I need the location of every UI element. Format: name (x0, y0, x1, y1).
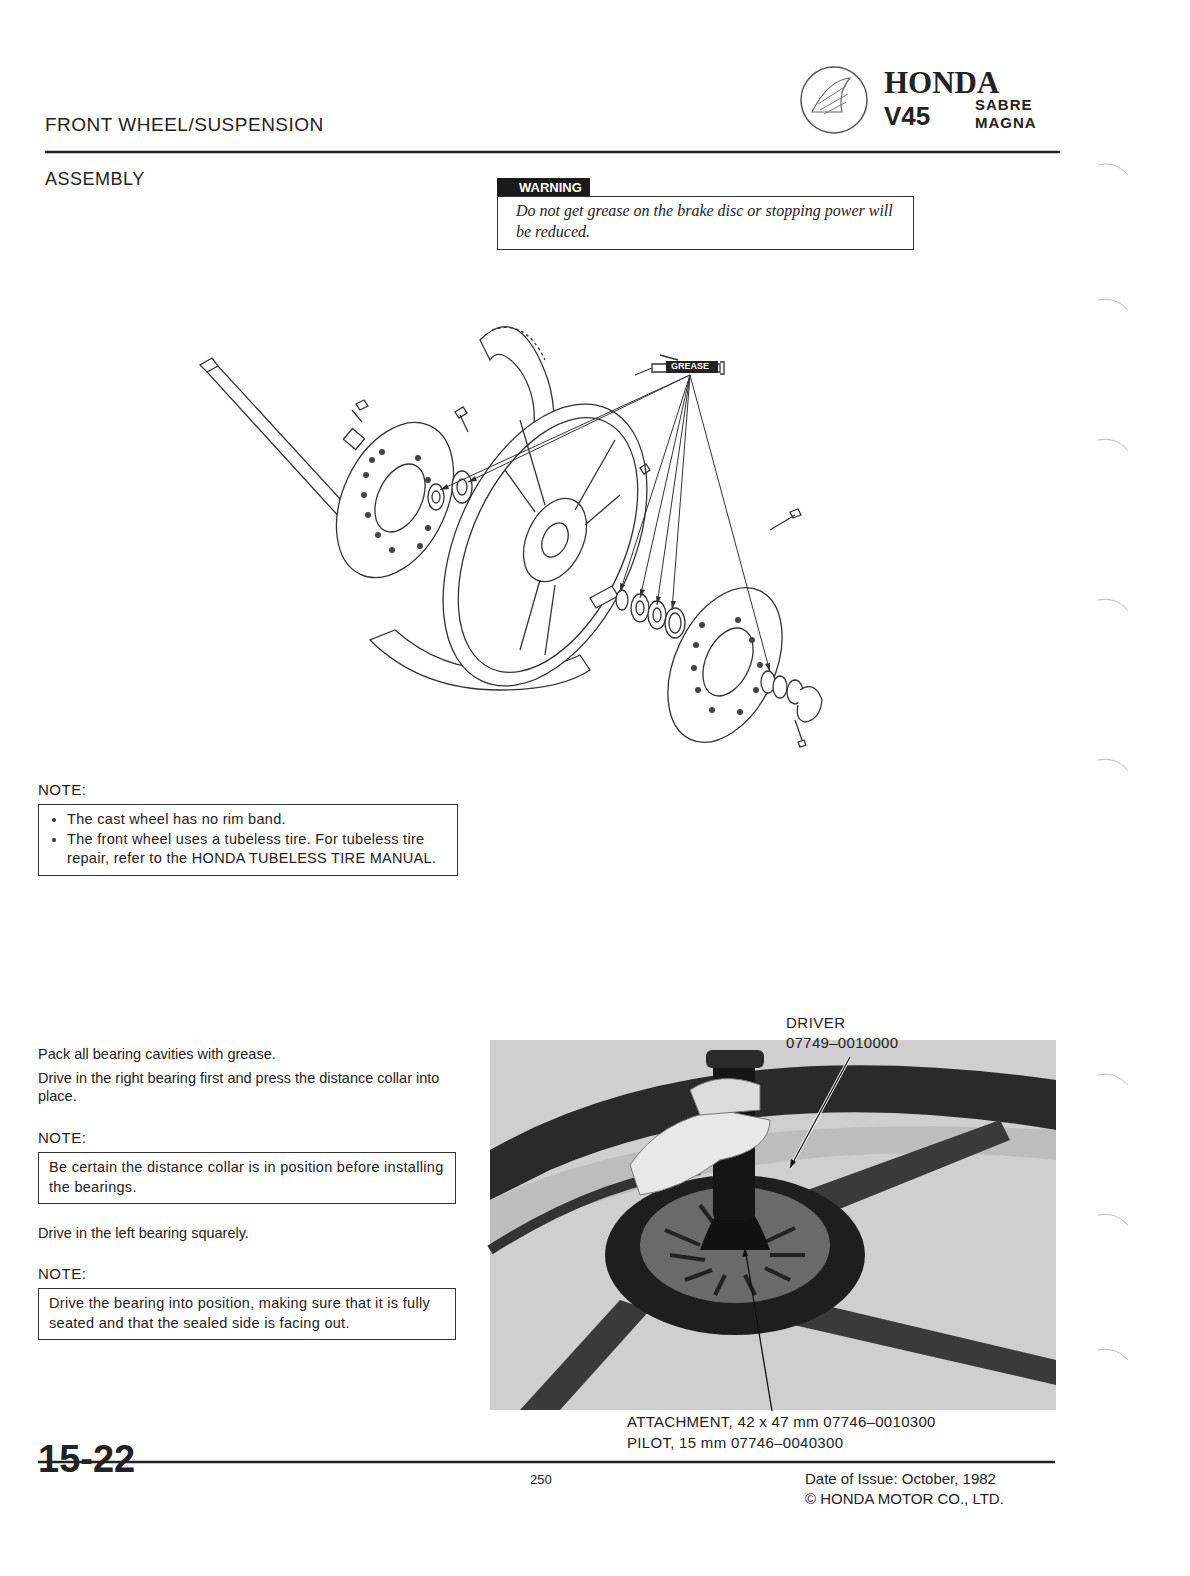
header-rule (45, 151, 1060, 154)
tool-callout: ATTACHMENT, 42 x 47 mm 07746–0010300 (627, 1413, 936, 1432)
note-box: NOTE: Be certain the distance collar is i… (38, 1129, 456, 1204)
instruction-text: Pack all bearing cavities with grease. (38, 1045, 478, 1063)
tool-part-number: 07749–0010000 (786, 1034, 898, 1053)
bullet-dot (52, 838, 56, 842)
grease-label: GREASE (671, 361, 709, 372)
sheet-number: 250 (530, 1472, 552, 1488)
bearing-install-photo (490, 1040, 1056, 1410)
note-frame: Drive the bearing into position, making … (38, 1288, 456, 1340)
exploded-wheel-drawing (200, 327, 822, 761)
page-number: 15-22 (38, 1436, 135, 1484)
note-frame: Be certain the distance collar is in pos… (38, 1152, 456, 1204)
instruction-text: Drive in the left bearing squarely. (38, 1224, 468, 1242)
copyright: © HONDA MOTOR CO., LTD. (805, 1490, 1004, 1509)
bullet-item: The cast wheel has no rim band. (49, 810, 447, 830)
model-variant: MAGNA (975, 114, 1037, 133)
issue-date: Date of Issue: October, 1982 (805, 1470, 996, 1489)
warning-box: WARNING Do not get grease on the brake di… (497, 178, 914, 250)
leader-arrowhead (790, 1159, 796, 1168)
model-name: V45 (884, 100, 930, 133)
note-heading: NOTE: (38, 1265, 456, 1282)
note-text: The cast wheel has no rim band. (67, 810, 447, 830)
note-box: NOTE: Drive the bearing into position, ma… (38, 1265, 456, 1340)
margin-marks (1098, 164, 1128, 1360)
warning-frame: Do not get grease on the brake disc or s… (497, 196, 914, 250)
leader-line (790, 1057, 850, 1168)
bullet-item: The front wheel uses a tubeless tire. Fo… (49, 830, 447, 869)
note-text: Drive the bearing into position, making … (49, 1294, 445, 1333)
warning-text: Do not get grease on the brake disc or s… (516, 201, 901, 243)
leader-line (790, 1057, 850, 1168)
note-text: The front wheel uses a tubeless tire. Fo… (67, 830, 447, 869)
subsection-title: ASSEMBLY (45, 168, 145, 191)
note-box: NOTE: The cast wheel has no rim band.The … (38, 781, 458, 876)
footer-rule (38, 1461, 1055, 1464)
note-frame: The cast wheel has no rim band.The front… (38, 804, 458, 876)
note-heading: NOTE: (38, 781, 458, 798)
note-heading: NOTE: (38, 1129, 456, 1146)
honda-logo (801, 67, 867, 133)
leader-arrowhead (742, 1248, 748, 1257)
note-text: Be certain the distance collar is in pos… (49, 1158, 445, 1197)
tool-name: DRIVER (786, 1014, 846, 1033)
tool-callout: PILOT, 15 mm 07746–0040300 (627, 1434, 843, 1453)
section-title: FRONT WHEEL/SUSPENSION (45, 113, 324, 137)
warning-heading: WARNING (497, 178, 590, 196)
bullet-dot (52, 818, 56, 822)
leader-line (745, 1248, 772, 1411)
model-variant: SABRE (975, 96, 1033, 115)
instruction-text: Drive in the right bearing first and pre… (38, 1069, 468, 1105)
